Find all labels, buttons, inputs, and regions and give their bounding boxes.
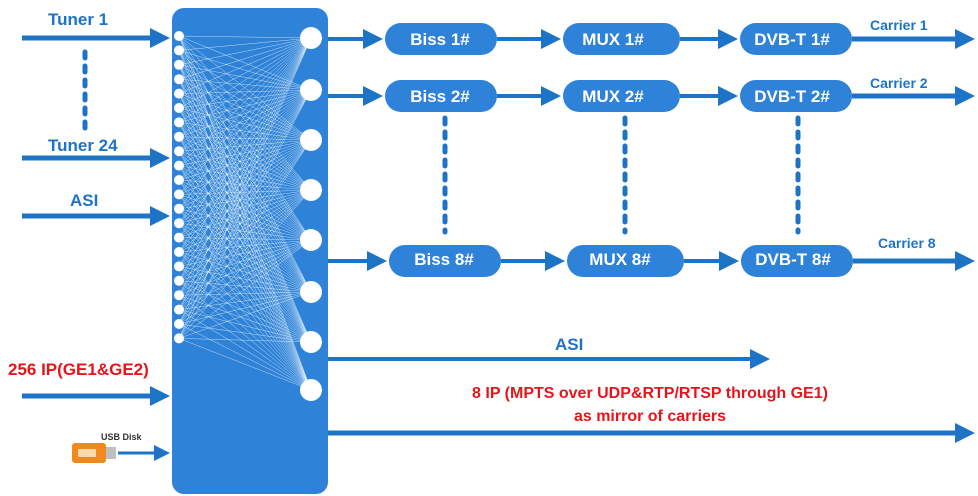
carrier-label-1: Carrier 1 [870, 17, 928, 33]
output-ip-note-line-1: 8 IP (MPTS over UDP&RTP/RTSP through GE1… [472, 385, 828, 402]
matrix-output-port-2 [300, 79, 322, 101]
output-label-asi: ASI [555, 335, 584, 354]
output-arrow-ip-arrow-icon [955, 423, 975, 443]
carrier-arrow-2-arrow-icon [955, 86, 975, 106]
mux-box-1 [563, 23, 680, 55]
matrix-input-port-14 [174, 218, 184, 229]
biss-box-1-label: Biss 1# [410, 30, 470, 49]
matrix-input-port-2 [174, 45, 184, 56]
chain-2-arrow-matrix-biss-arrow-icon [363, 86, 383, 106]
input-arrow-tuner-24-arrow-icon [150, 148, 170, 168]
matrix-output-port-8 [300, 379, 322, 401]
carrier-arrow-3-arrow-icon [955, 251, 975, 271]
mux-box-3 [567, 245, 684, 277]
chain-1-arrow-mux-dvbt-arrow-icon [718, 29, 738, 49]
matrix-input-port-22 [174, 333, 184, 344]
matrix-input-port-18 [174, 275, 184, 286]
matrix-input-port-4 [174, 74, 184, 85]
matrix-input-port-16 [174, 247, 184, 257]
biss-box-2 [385, 80, 497, 112]
matrix-input-port-13 [174, 203, 184, 214]
chain-2-arrow-mux-dvbt-arrow-icon [718, 86, 738, 106]
biss-box-1 [385, 23, 497, 55]
chain-2-arrow-biss-mux-arrow-icon [541, 86, 561, 106]
matrix-input-port-3 [174, 59, 184, 70]
matrix-input-port-5 [174, 88, 184, 99]
dvbt-box-1 [740, 23, 852, 55]
matrix-input-port-12 [174, 189, 184, 200]
carrier-label-2: Carrier 2 [870, 75, 928, 91]
matrix-output-port-4 [300, 179, 322, 201]
matrix-input-port-15 [174, 232, 184, 243]
input-label-asi: ASI [70, 191, 99, 210]
mux-box-2-label: MUX 2# [582, 87, 644, 106]
biss-box-8-label: Biss 8# [414, 250, 474, 269]
input-label-ip: 256 IP(GE1&GE2) [8, 360, 149, 379]
input-arrow-usb-arrow-icon [154, 445, 170, 461]
matrix-input-port-6 [174, 103, 184, 113]
matrix-input-port-7 [174, 117, 184, 128]
carrier-arrow-1-arrow-icon [955, 29, 975, 49]
chain-3-arrow-mux-dvbt-arrow-icon [719, 251, 739, 271]
chain-1-arrow-matrix-biss-arrow-icon [363, 29, 383, 49]
biss-box-2-label: Biss 2# [410, 87, 470, 106]
matrix-input-port-21 [174, 319, 184, 329]
input-label-tuner-24: Tuner 24 [48, 136, 118, 155]
usb-disk-badge-icon [78, 449, 96, 457]
biss-box-3 [389, 245, 501, 277]
chain-1-arrow-biss-mux-arrow-icon [541, 29, 561, 49]
chain-3-arrow-matrix-biss-arrow-icon [367, 251, 387, 271]
mux-box-2 [563, 80, 680, 112]
matrix-input-port-10 [174, 160, 184, 171]
carrier-label-8: Carrier 8 [878, 235, 936, 251]
matrix-input-port-17 [174, 261, 184, 272]
matrix-output-port-6 [300, 281, 322, 303]
matrix-input-port-20 [174, 304, 184, 315]
matrix-output-port-7 [300, 331, 322, 353]
usb-disk-label: USB Disk [101, 432, 142, 442]
dvbt-box-2 [740, 80, 852, 112]
matrix-output-port-3 [300, 129, 322, 151]
matrix-input-port-19 [174, 290, 184, 301]
dvbt-box-1-label: DVB-T 1# [754, 30, 830, 49]
matrix-crosspoint-mesh [178, 35, 312, 391]
matrix-input-port-1 [174, 31, 184, 41]
input-arrow-asi-arrow-icon [150, 206, 170, 226]
output-ip-note-line-2: as mirror of carriers [573, 408, 727, 425]
dvbt-box-3 [741, 245, 853, 277]
dvbt-box-2-label: DVB-T 2# [754, 87, 830, 106]
input-arrow-tuner-1-arrow-icon [150, 28, 170, 48]
mux-box-8-label: MUX 8# [589, 250, 651, 269]
mux-box-1-label: MUX 1# [582, 30, 644, 49]
matrix-input-port-8 [174, 131, 184, 142]
dvbt-box-8-label: DVB-T 8# [755, 250, 831, 269]
matrix-input-port-11 [174, 175, 184, 185]
output-arrow-asi-arrow-icon [750, 349, 770, 369]
input-arrow-ip-arrow-icon [150, 386, 170, 406]
chain-3-arrow-biss-mux-arrow-icon [545, 251, 565, 271]
input-label-tuner-1: Tuner 1 [48, 10, 109, 29]
matrix-input-port-9 [174, 146, 184, 157]
matrix-output-port-5 [300, 229, 322, 251]
matrix-output-port-1 [300, 27, 322, 49]
usb-disk-connector-icon [106, 447, 116, 459]
